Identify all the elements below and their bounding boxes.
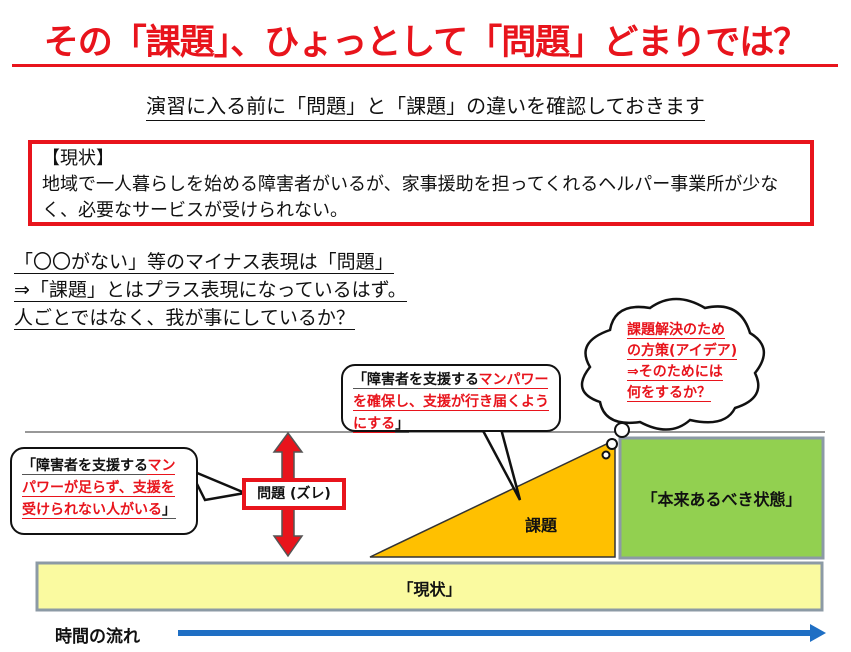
situation-heading: 【現状】 (42, 148, 114, 169)
thought-cloud (580, 297, 765, 431)
subtitle: 演習に入る前に「問題」と「課題」の違いを確認しておきます (0, 90, 851, 121)
situation-box: 【現状】 地域で一人暮らしを始める障害者がいるが、家事援助を担ってくれるヘルパー… (28, 140, 814, 226)
time-flow-label: 時間の流れ (55, 627, 140, 647)
cloud-line: 課題解決のため (627, 322, 725, 339)
cloud-dot (614, 422, 630, 438)
mid-bubble-prefix: 「障害者を支援する (353, 372, 479, 389)
situation-body: 地域で一人暮らしを始める障害者がいるが、家事援助を担ってくれるヘルパー事業所が少… (42, 174, 779, 221)
cloud-line: 何をするか？ (627, 385, 711, 402)
time-arrow-head-icon (810, 624, 826, 642)
cloud-dot (601, 450, 611, 460)
note-2: ⇒「課題」とはプラス表現になっているはず。 (14, 279, 407, 302)
left-bubble-tail (187, 467, 250, 502)
note-1: 「〇〇がない」等のマイナス表現は「問題」 (14, 251, 394, 274)
cloud-line: の方策(アイデア) (627, 343, 738, 360)
left-bubble-suffix: 」 (162, 502, 176, 519)
mid-bubble-suffix: 」 (395, 416, 410, 433)
cloud-text: 課題解決のため の方策(アイデア) ⇒そのためには 何をするか？ (627, 320, 738, 404)
cloud-dot (606, 438, 618, 450)
note-3: 人ごとではなく、我が事にしているか？ (14, 307, 355, 330)
mid-bubble-highlight: マンパワーを確保し、支援が行き届くようにする (353, 372, 549, 433)
cloud-line: ⇒そのためには (627, 364, 723, 381)
problem-label: 問題 (ズレ) (242, 478, 346, 510)
title-underline (12, 64, 838, 67)
current-state-bar (35, 561, 824, 612)
mid-speech-bubble: 「障害者を支援するマンパワーを確保し、支援が行き届くようにする」 (341, 364, 561, 433)
ideal-state-label: 「本来あるべき状態」 (641, 490, 802, 509)
page-title: その「課題」、ひょっとして「問題」どまりでは？ (43, 23, 808, 63)
notes: 「〇〇がない」等のマイナス表現は「問題」 ⇒「課題」とはプラス表現になっているは… (14, 248, 407, 332)
mid-bubble-tail (477, 423, 522, 501)
task-triangle (369, 438, 616, 558)
current-state-label: 「現状」 (397, 580, 462, 599)
left-bubble-highlight: マンパワーが足らず、支援を受けられない人がいる (22, 458, 176, 519)
left-speech-bubble: 「障害者を支援するマンパワーが足らず、支援を受けられない人がいる」 (10, 447, 198, 535)
left-bubble-prefix: 「障害者を支援する (22, 458, 148, 475)
task-label: 課題 (525, 516, 558, 535)
ideal-state-box (618, 436, 825, 560)
